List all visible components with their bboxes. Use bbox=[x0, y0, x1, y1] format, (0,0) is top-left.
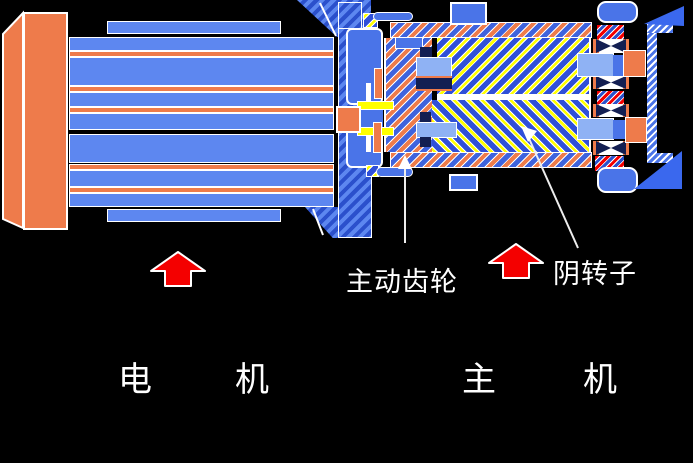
flange-edge-line-top bbox=[319, 2, 337, 37]
gear-pin-upper bbox=[374, 68, 383, 99]
female-rotor bbox=[432, 100, 591, 152]
motor-winding-stripe bbox=[69, 86, 334, 92]
motor-winding-stripe bbox=[69, 187, 334, 193]
male-shaft-stub bbox=[613, 55, 625, 76]
female-rotor-shaft bbox=[416, 122, 457, 138]
inlet-port bbox=[395, 37, 423, 49]
gear-mesh-upper bbox=[357, 101, 394, 110]
end-cover-step-top bbox=[647, 23, 673, 33]
rotor-mesh-line bbox=[437, 94, 591, 100]
gear-tooth-mark bbox=[366, 83, 371, 101]
pipe-wedge-bottom bbox=[634, 151, 682, 189]
motor-rotor-bar bbox=[69, 134, 334, 163]
motor-shaft-end bbox=[336, 106, 361, 133]
motor-frame-top-bar bbox=[107, 21, 281, 34]
discharge-flange-top bbox=[597, 1, 638, 23]
female-rotor-leader-line bbox=[526, 133, 579, 249]
red-up-arrow-main-unit-icon bbox=[488, 243, 544, 279]
discharge-flange-bottom bbox=[597, 167, 638, 193]
gear-tooth-mark bbox=[366, 136, 371, 152]
male-rotor bbox=[437, 38, 591, 96]
motor-winding-stripe bbox=[69, 51, 334, 57]
shaft-seal-block bbox=[420, 137, 431, 147]
callout-female-rotor: 阴转子 bbox=[553, 259, 637, 289]
casing-boss-top bbox=[450, 2, 487, 25]
top-tie-rod bbox=[373, 12, 413, 21]
shaft-seal-block bbox=[420, 112, 431, 122]
section-label-motor: 电机 bbox=[118, 361, 352, 399]
motor-stator-bar bbox=[69, 57, 334, 86]
flange-edge-line-bottom bbox=[312, 208, 324, 236]
motor-winding-stripe bbox=[69, 107, 334, 113]
female-rotor-leader-arrowhead bbox=[521, 126, 537, 142]
angular-bearing bbox=[593, 104, 629, 117]
red-up-arrow-motor-icon bbox=[150, 251, 206, 287]
bottom-tie-rod bbox=[376, 167, 413, 177]
gear-pin-lower bbox=[373, 122, 382, 153]
bearing-retainer-bottom bbox=[625, 117, 647, 143]
male-rotor-bearing bbox=[416, 76, 452, 91]
motor-stator-bar bbox=[69, 193, 334, 207]
female-shaft-stub bbox=[613, 120, 625, 139]
angular-bearing bbox=[593, 39, 629, 53]
end-cover bbox=[647, 33, 657, 163]
pipe-wedge-top bbox=[644, 6, 684, 26]
casing-boss-bottom bbox=[449, 174, 478, 191]
shaft-seal-mid bbox=[597, 91, 624, 105]
bearing-retainer-top bbox=[623, 50, 646, 77]
shaft-seal-top bbox=[597, 25, 624, 40]
motor-frame-bottom-bar bbox=[107, 209, 281, 222]
callout-drive-gear: 主动齿轮 bbox=[346, 267, 458, 297]
drive-gear-leader-arrowhead bbox=[398, 155, 412, 169]
shaft-seal-block bbox=[420, 47, 432, 57]
angular-bearing bbox=[593, 141, 629, 155]
casing-top-band bbox=[390, 22, 592, 38]
motor-end-cap-back bbox=[1, 10, 24, 230]
motor-rotor-bar bbox=[69, 113, 334, 130]
motor-winding-stripe bbox=[69, 164, 334, 170]
angular-bearing bbox=[593, 76, 629, 89]
motor-stator-bar bbox=[69, 37, 334, 51]
motor-stator-bar bbox=[69, 92, 334, 107]
end-cover-step-bottom bbox=[647, 153, 673, 163]
section-label-main-unit: 主机 bbox=[462, 361, 693, 399]
motor-stator-bar bbox=[69, 170, 334, 187]
